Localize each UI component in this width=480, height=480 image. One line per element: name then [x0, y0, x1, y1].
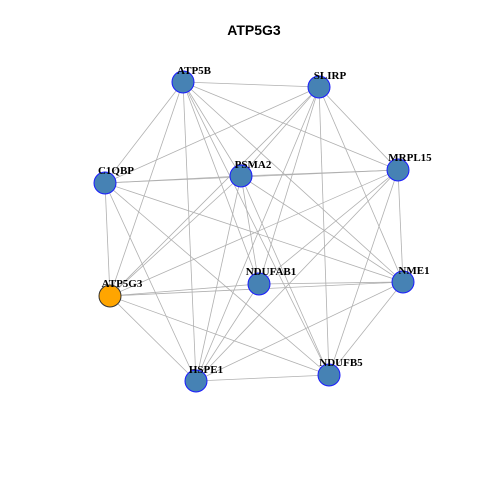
edge-mrpl15-ndufb5: [328, 169, 399, 376]
edge-atp5b-ndufab1: [182, 81, 260, 285]
edge-psma2-hspe1: [195, 175, 242, 382]
edge-slirp-ndufab1: [258, 86, 320, 285]
edge-mrpl15-hspe1: [195, 169, 399, 382]
edge-nme1-hspe1: [195, 281, 404, 382]
edge-atp5g3-ndufb5: [109, 295, 330, 376]
edge-atp5b-psma2: [182, 81, 242, 177]
node-slirp[interactable]: [307, 75, 331, 99]
edge-ndufb5-hspe1: [195, 374, 330, 382]
edge-slirp-c1qbp: [104, 86, 320, 184]
edge-mrpl15-atp5g3: [109, 169, 399, 297]
node-ndufab1[interactable]: [247, 272, 271, 296]
edge-slirp-atp5g3: [109, 86, 320, 297]
edge-atp5b-slirp: [182, 81, 320, 88]
edge-c1qbp-hspe1: [104, 182, 197, 382]
edge-nme1-ndufb5: [328, 281, 404, 376]
node-label-hspe1: HSPE1: [189, 364, 223, 376]
graph-title: ATP5G3: [227, 22, 281, 38]
edge-atp5g3-hspe1: [109, 295, 197, 382]
edge-slirp-mrpl15: [318, 86, 399, 171]
node-label-psma2: PSMA2: [235, 159, 272, 171]
node-label-atp5b: ATP5B: [177, 65, 212, 77]
node-atp5g3[interactable]: [98, 284, 122, 308]
node-psma2[interactable]: [229, 164, 253, 188]
node-label-ndufb5: NDUFB5: [319, 357, 363, 369]
node-c1qbp[interactable]: [93, 171, 117, 195]
edge-atp5b-c1qbp: [104, 81, 184, 184]
node-label-atp5g3: ATP5G3: [102, 278, 143, 290]
node-atp5b[interactable]: [171, 70, 195, 94]
edge-mrpl15-ndufab1: [258, 169, 399, 285]
edge-atp5b-nme1: [182, 81, 404, 283]
edge-mrpl15-nme1: [397, 169, 404, 283]
node-label-slirp: SLIRP: [314, 70, 347, 82]
node-label-nme1: NME1: [398, 265, 429, 277]
edge-atp5b-ndufb5: [182, 81, 330, 376]
edge-atp5b-hspe1: [182, 81, 197, 382]
node-label-ndufab1: NDUFAB1: [246, 266, 297, 278]
edge-ndufab1-nme1: [258, 281, 404, 285]
edges-layer: [104, 81, 404, 382]
node-label-mrpl15: MRPL15: [388, 152, 432, 164]
edge-ndufab1-atp5g3: [109, 283, 260, 297]
node-hspe1[interactable]: [184, 369, 208, 393]
edge-psma2-mrpl15: [240, 169, 399, 177]
edge-atp5b-mrpl15: [182, 81, 399, 171]
edge-slirp-nme1: [318, 86, 404, 283]
edge-atp5b-atp5g3: [109, 81, 184, 297]
edge-psma2-nme1: [240, 175, 404, 283]
edge-c1qbp-atp5g3: [104, 182, 111, 297]
edge-psma2-ndufb5: [240, 175, 330, 376]
node-ndufb5[interactable]: [317, 363, 341, 387]
edge-c1qbp-nme1: [104, 182, 404, 283]
node-mrpl15[interactable]: [386, 158, 410, 182]
nodes-layer: [93, 70, 415, 393]
edge-psma2-atp5g3: [109, 175, 242, 297]
node-nme1[interactable]: [391, 270, 415, 294]
node-label-c1qbp: C1QBP: [98, 165, 134, 177]
edge-c1qbp-ndufb5: [104, 182, 330, 376]
edge-slirp-psma2: [240, 86, 320, 177]
edge-ndufab1-hspe1: [195, 283, 260, 382]
edge-psma2-ndufab1: [240, 175, 260, 285]
